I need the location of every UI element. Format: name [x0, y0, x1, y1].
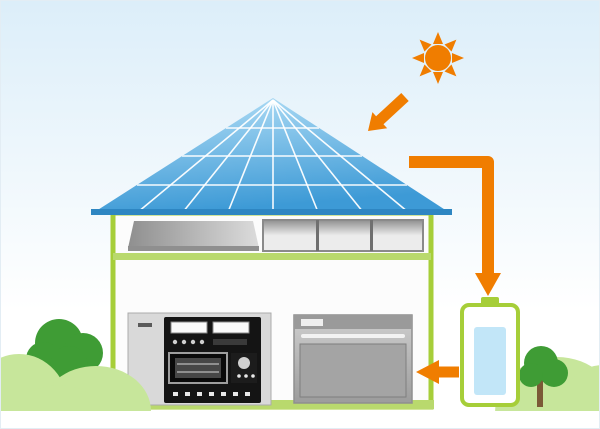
- upper-window: [262, 219, 424, 252]
- appliance-button: [233, 392, 238, 396]
- microwave-glass: [175, 358, 221, 378]
- sun-core: [425, 45, 451, 71]
- upper-floor: [113, 219, 431, 260]
- tree-right-foliage: [519, 363, 543, 387]
- appliance-button: [199, 339, 205, 345]
- floor-divider: [113, 253, 431, 260]
- appliance-button: [185, 392, 190, 396]
- appliance-vent-slot: [213, 339, 247, 345]
- control-knob: [238, 357, 250, 369]
- discharge-arrow-head: [416, 360, 439, 384]
- appliance-button: [197, 392, 202, 396]
- oven-appliance: [293, 314, 413, 404]
- oven-door: [299, 343, 407, 398]
- control-dot: [251, 374, 255, 378]
- appliance-button: [173, 392, 178, 396]
- house: [91, 98, 452, 410]
- appliance-button: [172, 339, 178, 345]
- microwave-shelf-line: [177, 371, 219, 373]
- energy-flow-arrow-icon: [409, 156, 501, 296]
- tree-right-trunk: [537, 379, 543, 407]
- oven-handle: [301, 334, 405, 338]
- appliance-button: [245, 392, 250, 396]
- sunlight-arrow-icon: [368, 93, 409, 131]
- tree-right: [519, 346, 568, 407]
- cabinet-handle: [138, 323, 152, 327]
- sun-icon: [412, 32, 464, 84]
- control-dot: [244, 374, 248, 378]
- tree-right-foliage: [540, 359, 568, 387]
- appliance-button-row: [173, 392, 250, 396]
- oven-display: [301, 319, 323, 326]
- appliance-button: [221, 392, 226, 396]
- control-dot: [237, 374, 241, 378]
- sun-rays: [412, 32, 464, 84]
- appliance-display-right: [212, 321, 250, 334]
- appliance-button: [181, 339, 187, 345]
- window-divider: [370, 220, 373, 251]
- solar-panel-roof: [91, 98, 452, 215]
- window-divider: [316, 220, 319, 251]
- ground-strip: [1, 411, 599, 428]
- panel-grid: [137, 99, 409, 213]
- discharge-arrow-icon: [416, 360, 459, 384]
- energy-flow-arrow-shaft: [409, 156, 494, 274]
- stacked-appliance: [164, 317, 261, 403]
- kitchen: [127, 312, 413, 406]
- storage-battery: [460, 297, 520, 407]
- battery-cell: [474, 327, 506, 395]
- range-hood-lip: [128, 246, 259, 251]
- range-hood: [128, 221, 259, 248]
- energy-flow-arrow-head: [475, 273, 501, 296]
- appliance-button: [209, 392, 214, 396]
- oven-control-strip: [294, 315, 412, 329]
- appliance-display-left: [170, 321, 208, 334]
- house-floor-line: [110, 400, 434, 409]
- microwave-shelf-line: [177, 363, 219, 365]
- appliance-button: [190, 339, 196, 345]
